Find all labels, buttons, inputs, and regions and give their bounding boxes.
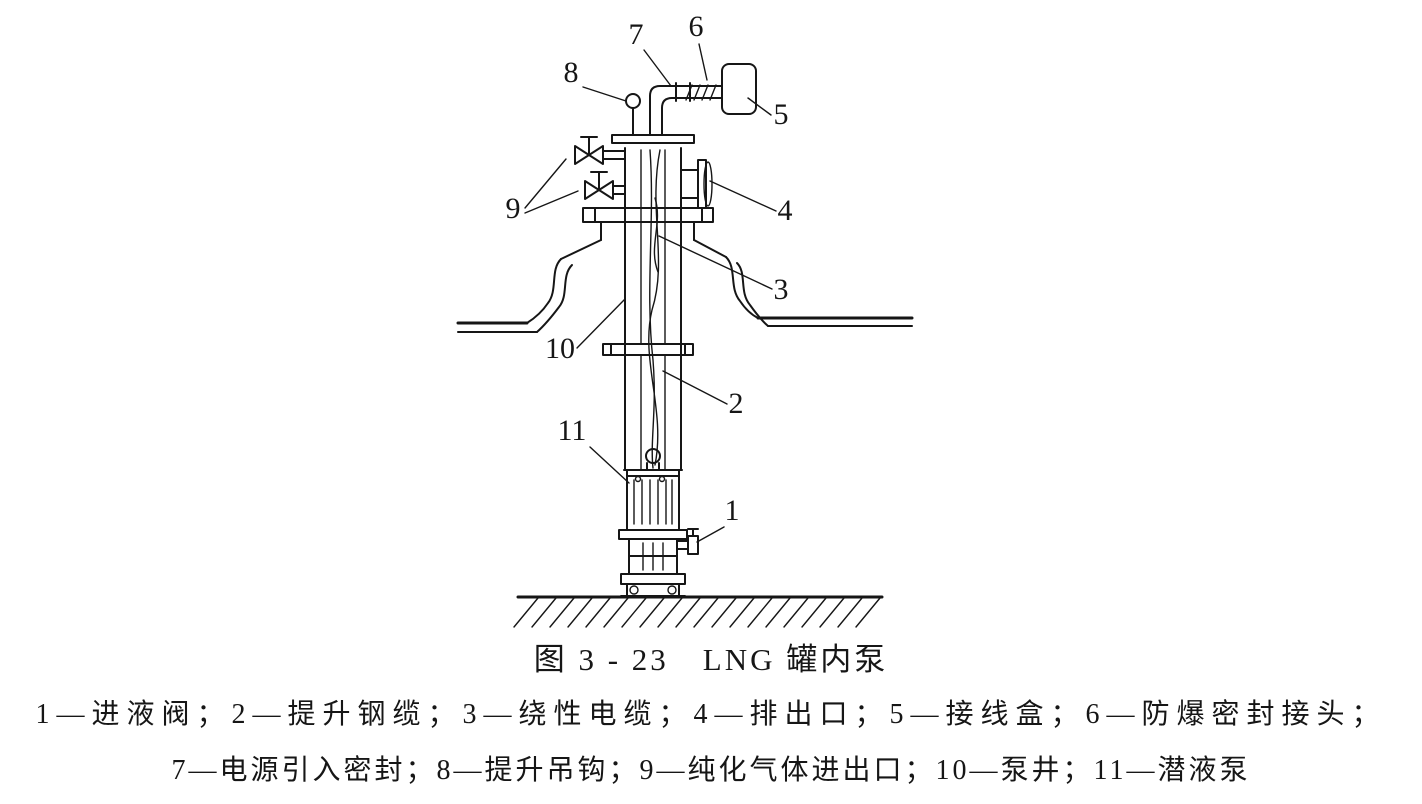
- upper-valve-handle: [580, 136, 598, 156]
- pump-base-plate: [620, 573, 686, 585]
- conduit-elbow: [649, 85, 723, 109]
- leader-4: [709, 180, 777, 212]
- leader-1: [696, 526, 725, 543]
- lower-valve-handle: [590, 171, 608, 191]
- leader-2: [662, 370, 728, 405]
- callout-6: 6: [689, 10, 704, 43]
- callout-9: 9: [506, 192, 521, 225]
- lng-in-tank-pump-diagram: 7 6 8 5 9 4 3 10 2 11 1: [456, 10, 914, 628]
- well-head-cap: [611, 134, 695, 144]
- leader-9a: [524, 158, 567, 209]
- flange-neck: [600, 221, 695, 241]
- roof-right-slant: [693, 239, 727, 258]
- callout-1: 1: [725, 494, 740, 527]
- conduit-riser: [649, 95, 663, 136]
- leader-11: [589, 446, 630, 484]
- leader-10: [576, 298, 626, 349]
- callout-8: 8: [564, 56, 579, 89]
- callout-leaders: [524, 43, 777, 543]
- discharge-pipe: [680, 169, 699, 199]
- junction-box-body: [721, 63, 757, 115]
- well-flange-joint: [602, 343, 694, 356]
- ground: [513, 595, 884, 628]
- leader-5: [747, 97, 772, 116]
- roof-left-slant: [560, 239, 602, 260]
- cables: [648, 149, 661, 469]
- purge-gas-valves: [574, 136, 626, 200]
- callout-7: 7: [629, 18, 644, 51]
- leader-6: [698, 43, 708, 81]
- roof-left-break-1: [526, 258, 562, 324]
- inlet-valve: [676, 528, 699, 555]
- winding-end-left: [634, 475, 642, 483]
- callout-2: 2: [729, 387, 744, 420]
- cable-twist: [653, 197, 659, 273]
- leader-3: [658, 235, 773, 290]
- inlet-valve-pipe: [676, 540, 689, 550]
- motor-windings: [633, 479, 673, 525]
- lower-valve-body: [584, 180, 614, 200]
- pump-eye-base: [646, 462, 660, 471]
- pump-motor-shell: [626, 469, 680, 531]
- callout-4: 4: [778, 194, 793, 227]
- pump-lower-internals: [642, 542, 664, 571]
- pump-lifting-eye: [645, 448, 661, 464]
- upper-valve-body: [574, 145, 604, 165]
- well-outer-walls: [624, 147, 682, 471]
- hook-eye: [625, 93, 641, 109]
- discharge-port: [680, 159, 713, 209]
- lifting-steel-cable: [649, 149, 655, 469]
- callout-5: 5: [774, 98, 789, 131]
- roof-right-break-2: [736, 262, 769, 327]
- inlet-valve-handle: [687, 528, 699, 537]
- inlet-valve-body: [687, 535, 699, 555]
- mounting-flange: [582, 207, 714, 241]
- tank-roof: [456, 239, 914, 333]
- junction-box: [721, 63, 757, 115]
- joint-plates: [602, 343, 694, 356]
- well-inner-pipe: [640, 149, 666, 471]
- flameproof-joint-threads: [685, 84, 717, 101]
- callout-numbers: 7 6 8 5 9 4 3 10 2 11 1: [506, 10, 793, 527]
- pump-well-column: [624, 147, 682, 471]
- pump-mid-flange: [618, 529, 688, 540]
- discharge-flange-face: [703, 161, 713, 207]
- legend-line-1: 1—进液阀；2—提升钢缆；3—绕性电缆；4—排出口；5—接线盒；6—防爆密封接头…: [35, 699, 1387, 730]
- roof-right-break-1: [725, 256, 759, 319]
- upper-valve-pipe: [602, 150, 626, 160]
- callout-11: 11: [558, 414, 587, 447]
- lifting-hook: [625, 93, 641, 136]
- flange-plate: [582, 207, 714, 223]
- leader-9b: [524, 190, 579, 214]
- figure-caption: 图 3 - 23 LNG 罐内泵: [533, 642, 889, 677]
- leader-8: [582, 86, 627, 102]
- roof-left-break-2: [536, 264, 573, 333]
- callout-3: 3: [774, 273, 789, 306]
- winding-end-right: [658, 475, 666, 483]
- legend-line-2: 7—电源引入密封；8—提升吊钩；9—纯化气体进出口；10—泵井；11—潜液泵: [171, 755, 1251, 786]
- lower-valve-pipe: [612, 185, 626, 195]
- ground-hatching: [513, 597, 881, 628]
- foot-roller-left: [629, 585, 639, 595]
- leader-7: [643, 49, 672, 87]
- submerged-pump: [618, 448, 688, 597]
- power-conduit: [649, 82, 723, 136]
- cap-plate: [611, 134, 695, 144]
- seal-coupling: [675, 82, 691, 102]
- callout-10: 10: [545, 332, 575, 365]
- foot-roller-right: [667, 585, 677, 595]
